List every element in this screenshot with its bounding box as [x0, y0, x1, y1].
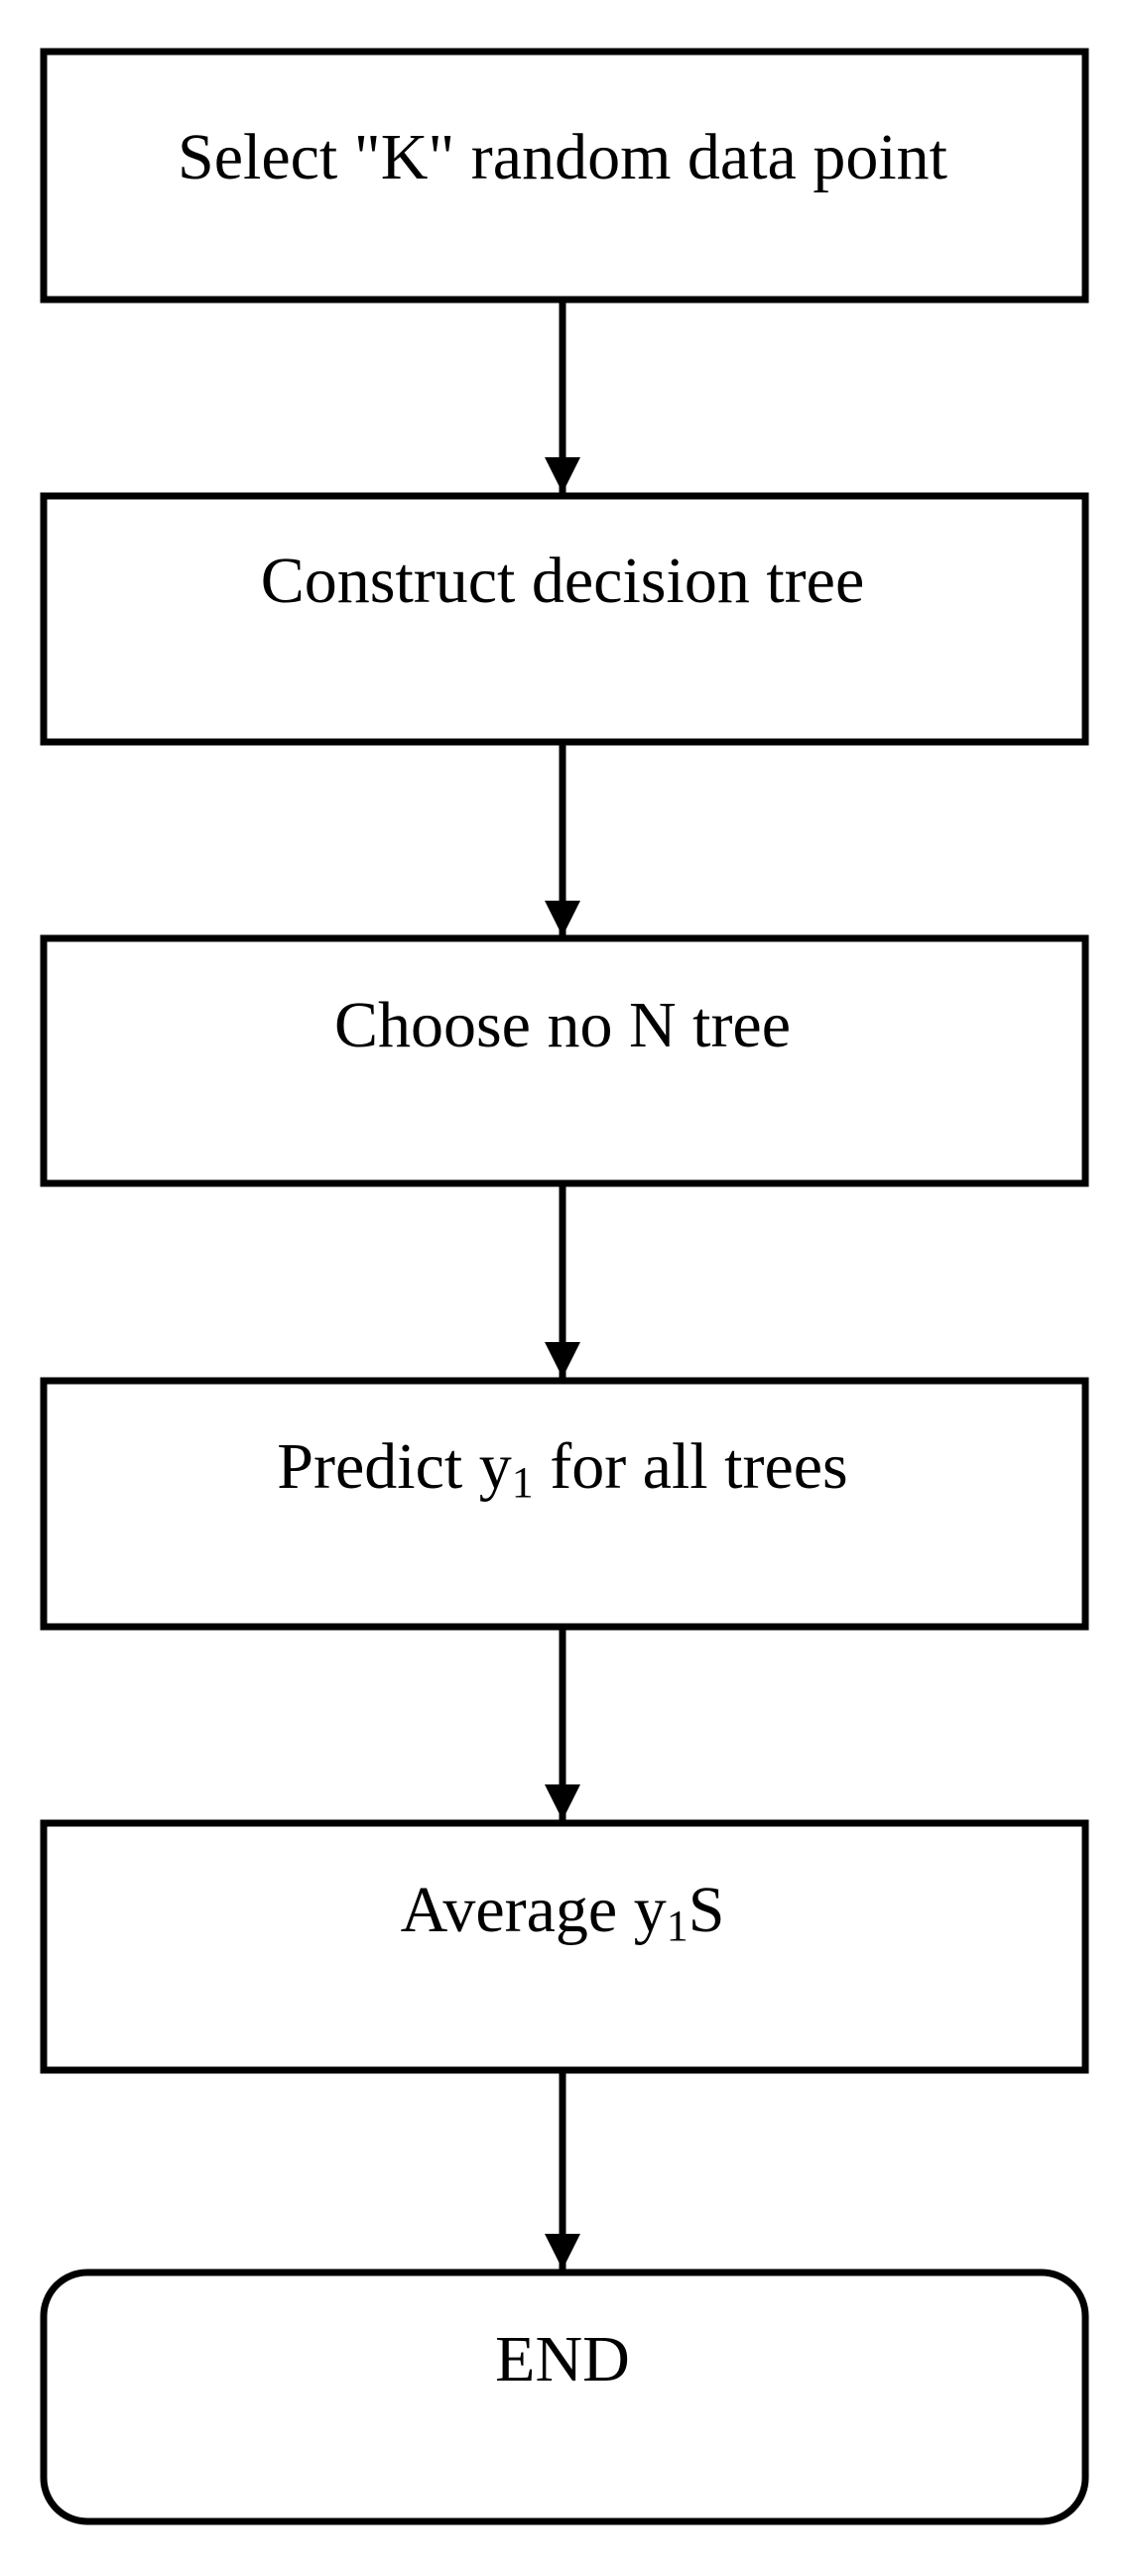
step-3-node: Choose no N tree [40, 934, 1089, 1187]
step-4-label-pre: Predict y [277, 1430, 511, 1503]
step-1-box [40, 48, 1089, 304]
step-3-label: Choose no N tree [334, 989, 791, 1061]
end-node: END [40, 2269, 1089, 2525]
step-4-node: Predict y1 for all trees [40, 1377, 1089, 1631]
step-2-box [40, 492, 1089, 746]
end-label: END [495, 2323, 630, 2395]
step-5-node: Average y1S [40, 1819, 1089, 2074]
step-4-label-subscript: 1 [512, 1458, 534, 1507]
step-2-label: Construct decision tree [261, 545, 865, 617]
step-2-node: Construct decision tree [40, 492, 1089, 746]
end-box [40, 2269, 1089, 2525]
step-5-box [40, 1819, 1089, 2074]
step-5-label-pre: Average y [401, 1874, 667, 1946]
step-5-label-post: S [688, 1874, 725, 1946]
step-4-label: Predict y1 for all trees [277, 1430, 847, 1507]
step-1-node: Select "K" random data point [40, 48, 1089, 304]
step-3-box [40, 934, 1089, 1187]
step-4-box [40, 1377, 1089, 1631]
step-4-label-post: for all trees [534, 1430, 848, 1503]
step-1-label: Select "K" random data point [178, 121, 947, 193]
step-5-label-subscript: 1 [667, 1901, 688, 1950]
step-5-label: Average y1S [401, 1874, 725, 1950]
